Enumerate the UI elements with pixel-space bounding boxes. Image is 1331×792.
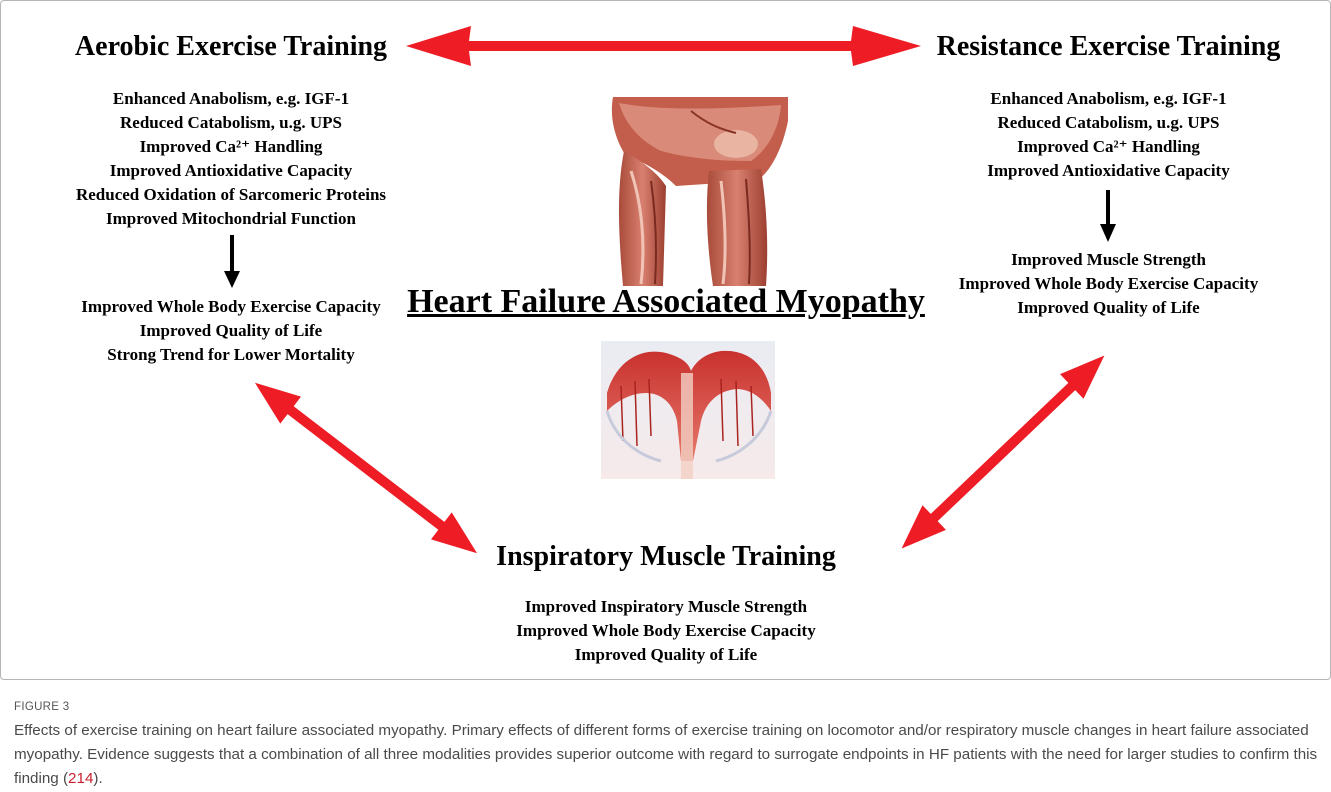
caption-end: ). (93, 770, 102, 787)
center-title: Heart Failure Associated Myopathy (246, 283, 1086, 321)
aerobic-effect-item: Improved Mitochondrial Function (1, 207, 461, 231)
leg-muscle-illustration (612, 97, 788, 286)
reference-link[interactable]: 214 (68, 770, 93, 787)
aerobic-effect-item: Reduced Oxidation of Sarcomeric Proteins (1, 183, 461, 207)
inspiratory-outcomes-list: Improved Inspiratory Muscle Strength Imp… (386, 595, 946, 667)
caption-text: Effects of exercise training on heart fa… (14, 722, 1317, 787)
arrow-resistance-inspiratory (890, 343, 1116, 561)
resistance-outcome-item: Improved Muscle Strength (881, 248, 1331, 272)
down-arrow-aerobic (224, 235, 240, 288)
figure-panel: Aerobic Exercise Training Enhanced Anabo… (0, 0, 1331, 680)
arrow-aerobic-inspiratory (245, 369, 488, 566)
resistance-training-title: Resistance Exercise Training (881, 31, 1331, 63)
down-arrow-resistance (1100, 190, 1116, 242)
aerobic-effects-list: Enhanced Anabolism, e.g. IGF-1 Reduced C… (1, 87, 461, 231)
diaphragm-illustration (601, 341, 775, 479)
aerobic-outcome-item: Strong Trend for Lower Mortality (1, 343, 461, 367)
resistance-effect-item: Improved Antioxidative Capacity (881, 159, 1331, 183)
inspiratory-outcome-item: Improved Inspiratory Muscle Strength (386, 595, 946, 619)
figure-label: FIGURE 3 (14, 701, 69, 713)
aerobic-effect-item: Improved Ca²⁺ Handling (1, 135, 461, 159)
resistance-effect-item: Improved Ca²⁺ Handling (881, 135, 1331, 159)
aerobic-effect-item: Improved Antioxidative Capacity (1, 159, 461, 183)
figure-caption: Effects of exercise training on heart fa… (14, 719, 1319, 791)
aerobic-outcome-item: Improved Quality of Life (1, 319, 461, 343)
resistance-effect-item: Enhanced Anabolism, e.g. IGF-1 (881, 87, 1331, 111)
inspiratory-outcome-item: Improved Quality of Life (386, 643, 946, 667)
aerobic-training-title: Aerobic Exercise Training (1, 31, 461, 63)
inspiratory-training-title: Inspiratory Muscle Training (386, 541, 946, 573)
arrow-aerobic-resistance (406, 26, 921, 66)
inspiratory-outcome-item: Improved Whole Body Exercise Capacity (386, 619, 946, 643)
aerobic-effect-item: Enhanced Anabolism, e.g. IGF-1 (1, 87, 461, 111)
aerobic-effect-item: Reduced Catabolism, u.g. UPS (1, 111, 461, 135)
resistance-effect-item: Reduced Catabolism, u.g. UPS (881, 111, 1331, 135)
resistance-effects-list: Enhanced Anabolism, e.g. IGF-1 Reduced C… (881, 87, 1331, 183)
